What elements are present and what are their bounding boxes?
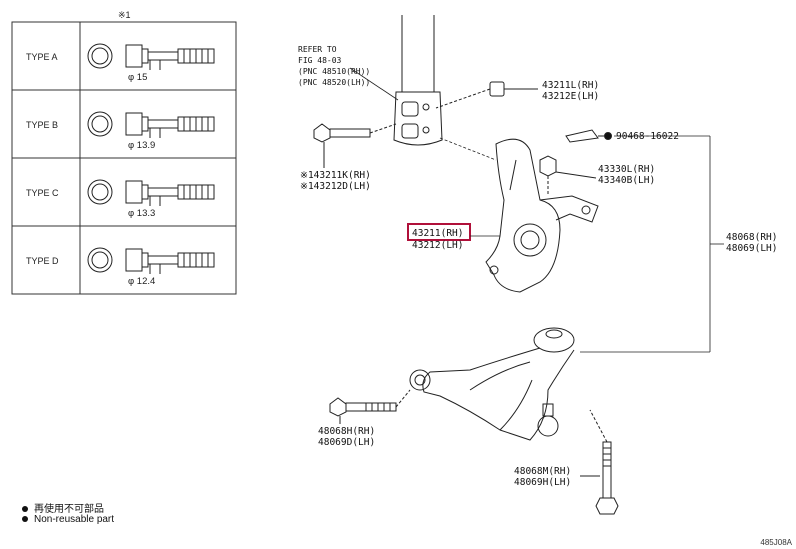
refer-line-1: REFER TO: [298, 45, 337, 54]
non-reusable-dot-icon: [22, 506, 28, 513]
type-b-diameter: φ 13.9: [128, 140, 155, 151]
bolt-type-a: [87, 43, 215, 70]
knuckle-strut-link: [439, 137, 497, 161]
part-48069h-lh: 48069H(LH): [514, 477, 571, 488]
part-43212e-lh: 43212E(LH): [542, 91, 599, 102]
non-reusable-dot-icon: [22, 516, 28, 523]
legend-text-jp: 再使用不可部品: [34, 504, 104, 515]
part-43330l-rh: 43330L(RH): [598, 164, 655, 175]
castle-nut: [539, 155, 597, 196]
part-48069d-lh: 48069D(LH): [318, 437, 375, 448]
part-43340b-lh: 43340B(LH): [598, 175, 655, 186]
non-reusable-dot: [604, 132, 612, 140]
part-43212-lh: 43212(LH): [412, 240, 463, 251]
strut-nut: [435, 81, 538, 109]
refer-leader: [349, 67, 399, 101]
table-note-mark: ※1: [118, 10, 131, 20]
steering-knuckle: [485, 138, 599, 293]
bolt-type-c: [87, 179, 215, 206]
bolt-drawings: [87, 43, 215, 274]
type-d-diameter: φ 12.4: [128, 276, 155, 287]
legend-japanese: 再使用不可部品: [22, 500, 104, 515]
type-d-label: TYPE D: [26, 256, 59, 266]
part-43211k-rh: ※143211K(RH): [300, 170, 371, 181]
type-c-label: TYPE C: [26, 188, 59, 198]
lower-control-arm: [409, 327, 575, 441]
front-arm-bolt: [329, 389, 411, 424]
lower-arm-bracket: [580, 135, 724, 353]
part-90468-16022: 90468-16022: [616, 131, 679, 142]
refer-line-2: FIG 48-03: [298, 56, 342, 65]
type-c-diameter: φ 13.3: [128, 208, 155, 219]
rear-arm-bolt: [580, 409, 619, 515]
figure-code: 485J08A: [760, 538, 792, 547]
bolt-type-d: [87, 247, 215, 274]
strut-bolt: [313, 123, 397, 168]
part-48068h-rh: 48068H(RH): [318, 426, 375, 437]
bolt-type-b: [87, 111, 215, 138]
part-43212d-lh: ※143212D(LH): [300, 181, 371, 192]
legend-english: Non-reusable part: [22, 514, 114, 525]
part-48068-rh: 48068(RH): [726, 232, 777, 243]
part-43211l-rh: 43211L(RH): [542, 80, 599, 91]
part-48068m-rh: 48068M(RH): [514, 466, 571, 477]
type-a-label: TYPE A: [26, 52, 58, 62]
part-43211-rh: 43211(RH): [412, 228, 463, 239]
type-b-label: TYPE B: [26, 120, 58, 130]
cotter-pin: [565, 129, 612, 143]
type-a-diameter: φ 15: [128, 72, 147, 83]
shock-absorber-strut: [393, 15, 443, 146]
hub-bolt-type-table: [11, 21, 237, 295]
refer-line-4: (PNC 48520(LH)): [298, 78, 370, 87]
legend-text-en: Non-reusable part: [34, 514, 115, 525]
highlight-box-43211: [407, 223, 471, 241]
refer-line-3: (PNC 48510(RH)): [298, 67, 370, 76]
part-48069-lh: 48069(LH): [726, 243, 777, 254]
